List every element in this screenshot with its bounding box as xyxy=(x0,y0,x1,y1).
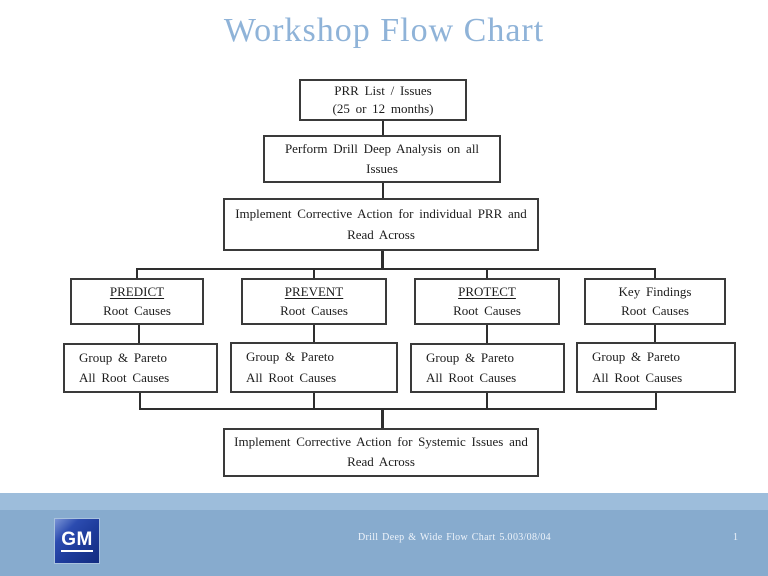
flow-box-line: All Root Causes xyxy=(426,369,517,385)
gm-logo-text: GM xyxy=(61,529,93,552)
flow-box-line: PROTECT xyxy=(458,283,516,299)
footer-doc-title: Drill Deep & Wide Flow Chart 5.0 xyxy=(358,532,513,543)
flow-box-line: All Root Causes xyxy=(79,369,170,385)
flow-box-line: Root Causes xyxy=(621,302,689,318)
slide-title: Workshop Flow Chart xyxy=(223,12,545,49)
connector-drop-predict xyxy=(136,269,138,278)
flow-box-line: Implement Corrective Action for Systemic… xyxy=(234,434,528,450)
flow-box-group-pareto-4: Group & Pareto All Root Causes xyxy=(576,342,736,393)
flow-box-line: Group & Pareto xyxy=(79,349,168,365)
flow-box-line: All Root Causes xyxy=(592,369,683,385)
connector-drop-prevent xyxy=(313,269,315,278)
flow-box-line: Read Across xyxy=(347,454,415,470)
flow-box-key-findings: Key Findings Root Causes xyxy=(584,278,726,325)
flow-box-line: PREVENT xyxy=(284,283,344,299)
gm-logo: GM xyxy=(55,519,99,563)
connector-drop-key-findings xyxy=(654,269,656,278)
connector-individual-down xyxy=(381,251,384,268)
flow-box-line: Root Causes xyxy=(280,302,348,318)
connector-drill-to-individual xyxy=(382,183,384,198)
flow-box-line: Perform Drill Deep Analysis on all xyxy=(284,141,480,157)
flow-box-line: Key Findings xyxy=(618,283,692,299)
flow-box-prr-list: PRR List / Issues (25 or 12 months) xyxy=(299,79,467,121)
flow-box-line: Root Causes xyxy=(453,302,521,318)
connector-pareto1-down xyxy=(139,393,141,408)
flow-box-line: All Root Causes xyxy=(246,369,337,385)
flow-box-individual-corrective-action: Implement Corrective Action for individu… xyxy=(223,198,539,251)
connector-prr-to-drill xyxy=(382,121,384,135)
connector-collector-bar-bottom xyxy=(139,408,657,410)
flow-box-line: Group & Pareto xyxy=(246,349,335,365)
flow-box-line: Implement Corrective Action for individu… xyxy=(235,205,527,221)
flow-box-line: PREDICT xyxy=(109,283,165,299)
flow-box-line: Root Causes xyxy=(103,302,171,318)
flow-box-drill-deep: Perform Drill Deep Analysis on all Issue… xyxy=(263,135,501,183)
flow-box-systemic-corrective-action: Implement Corrective Action for Systemic… xyxy=(223,428,539,477)
connector-pareto2-down xyxy=(313,393,315,408)
connector-pareto4-down xyxy=(655,393,657,408)
footer-upper-band xyxy=(0,493,768,510)
flow-box-line: (25 or 12 months) xyxy=(332,100,434,116)
flow-box-protect: PROTECT Root Causes xyxy=(414,278,560,325)
page-number: 1 xyxy=(733,532,738,543)
flow-box-line: Group & Pareto xyxy=(426,349,515,365)
connector-to-systemic xyxy=(381,410,384,428)
flow-box-group-pareto-3: Group & Pareto All Root Causes xyxy=(410,343,565,393)
flow-box-line: PRR List / Issues xyxy=(334,83,432,99)
flow-box-line: Read Across xyxy=(347,226,415,242)
connector-drop-protect xyxy=(486,269,488,278)
connector-pareto3-down xyxy=(486,393,488,408)
flow-box-line: Issues xyxy=(366,160,398,176)
flow-box-group-pareto-2: Group & Pareto All Root Causes xyxy=(230,342,398,393)
connector-predict-to-pareto xyxy=(138,325,140,343)
flow-box-line: Group & Pareto xyxy=(592,349,681,365)
connector-protect-to-pareto xyxy=(486,325,488,343)
flow-box-group-pareto-1: Group & Pareto All Root Causes xyxy=(63,343,218,393)
connector-keyfindings-to-pareto xyxy=(654,325,656,343)
connector-prevent-to-pareto xyxy=(313,325,315,343)
footer-band: GM Drill Deep & Wide Flow Chart 5.0 03/0… xyxy=(0,510,768,576)
flow-box-predict: PREDICT Root Causes xyxy=(70,278,204,325)
connector-branch-bar-top xyxy=(136,268,656,270)
flow-box-prevent: PREVENT Root Causes xyxy=(241,278,387,325)
footer-date: 03/08/04 xyxy=(513,532,551,543)
